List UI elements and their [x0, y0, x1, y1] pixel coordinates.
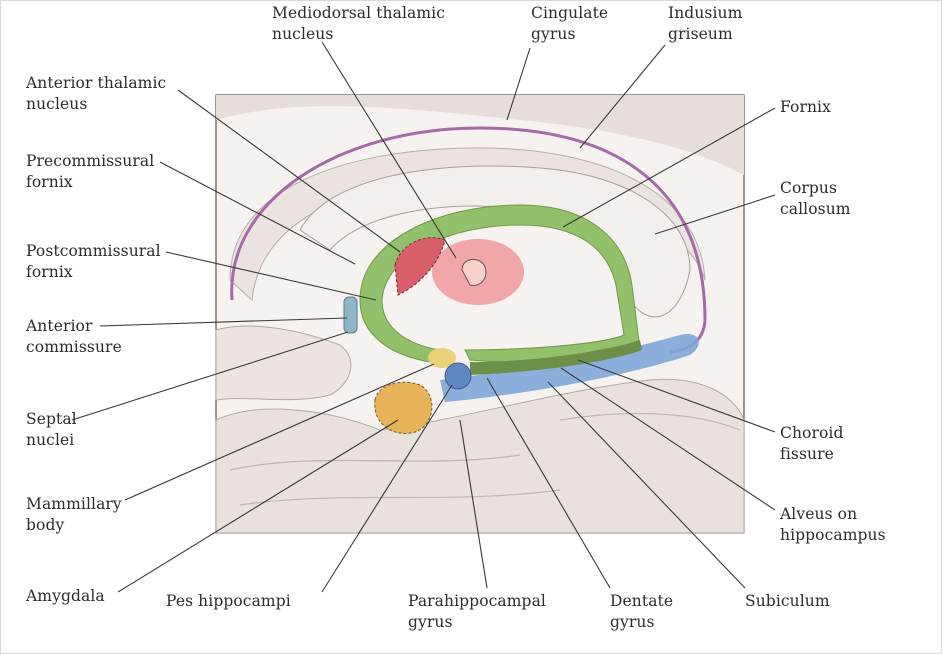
- label-corpus-callosum: Corpus callosum: [780, 178, 851, 220]
- label-mediodorsal-thalamic-nucleus: Mediodorsal thalamic nucleus: [272, 3, 445, 45]
- label-septal-nuclei: Septal nuclei: [26, 409, 77, 451]
- label-parahippocampal-gyrus: Parahippocampal gyrus: [408, 591, 546, 633]
- label-indusium-griseum: Indusium griseum: [668, 3, 742, 45]
- label-alveus-on-hippocampus: Alveus on hippocampus: [780, 504, 886, 546]
- label-precommissural-fornix: Precommissural fornix: [26, 151, 154, 193]
- label-mammillary-body: Mammillary body: [26, 494, 122, 536]
- label-cingulate-gyrus: Cingulate gyrus: [531, 3, 608, 45]
- anterior-commissure: [344, 297, 357, 333]
- label-postcommissural-fornix: Postcommissural fornix: [26, 241, 161, 283]
- label-choroid-fissure: Choroid fissure: [780, 423, 844, 465]
- brain-panel: [216, 95, 744, 533]
- label-anterior-commissure: Anterior commissure: [26, 316, 122, 358]
- label-anterior-thalamic-nucleus: Anterior thalamic nucleus: [26, 73, 166, 115]
- pes-hippocampi: [445, 363, 471, 389]
- label-dentate-gyrus: Dentate gyrus: [610, 591, 673, 633]
- label-fornix: Fornix: [780, 97, 831, 118]
- label-subiculum: Subiculum: [745, 591, 830, 612]
- label-pes-hippocampi: Pes hippocampi: [166, 591, 291, 612]
- label-amygdala: Amygdala: [26, 586, 105, 607]
